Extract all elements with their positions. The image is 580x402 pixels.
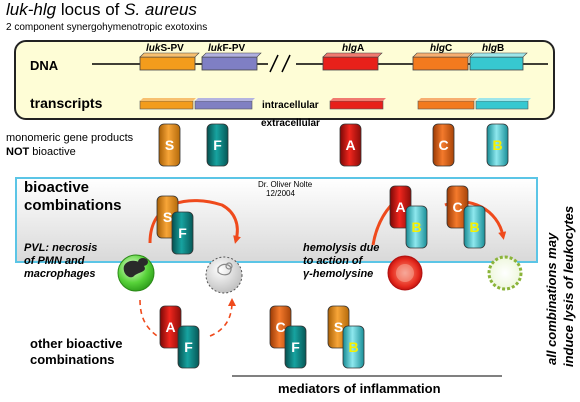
component-letter: S [165,137,174,153]
gene-label-hlg-c: hlgC [430,43,452,54]
side-note-line2: induce lysis of leukocytes [561,206,576,367]
gene-suffix: F-PV [222,43,246,54]
diagram-subtitle: 2 component synergohymenotropic exotoxin… [6,22,208,33]
monomeric-note: monomeric gene products NOT bioactive [6,131,133,159]
author-name: Dr. Oliver Nolte [258,180,313,189]
gene-label-hlg-b: hlgB [482,43,504,54]
dna-break-icon [269,54,291,73]
pmn-cell [117,254,155,292]
component-letter: A [165,319,175,335]
other-label-line2: combinations [30,352,115,367]
monomer-b: B [486,123,509,167]
lysed-erythrocyte [487,255,523,291]
component-letter: A [395,199,405,215]
gene-block-luk-s-pv [139,52,200,71]
other-component-f: F [177,325,200,369]
component-letter: F [291,339,300,355]
intracellular-label: intracellular [262,100,319,111]
gene-block-hlg-b [469,52,528,71]
gene-suffix: B [497,43,505,54]
pvl-component-f: F [171,211,194,255]
hlg-component-b: B [405,205,428,249]
necrotic-cell [205,256,243,294]
title-mid: locus of [56,0,125,19]
dashed-arrow-left [139,299,161,339]
gene-prefix: hlg [482,43,497,54]
gene-prefix: luk [208,43,223,54]
transcript-hlg-c [417,98,477,110]
component-letter: B [348,339,358,355]
pvl-line2: of PMN and [24,255,85,267]
hemo-line2: to action of [303,255,363,267]
monomeric-line2: NOT bioactive [6,145,133,159]
gene-suffix: A [357,43,365,54]
pvl-line1: PVL: necrosis [24,242,98,254]
monomer-a: A [339,123,362,167]
mediators-label: mediators of inflammation [278,381,441,396]
author-note: Dr. Oliver Nolte 12/2004 [258,180,312,198]
component-letter: C [438,137,448,153]
other-label-line1: other bioactive [30,336,123,351]
bioactive-label-line2: combinations [24,197,122,214]
gene-block-hlg-a [322,52,383,71]
component-letter: B [492,137,502,153]
component-letter: C [452,199,462,215]
dashed-arrow-right [209,298,236,337]
gene-prefix: hlg [342,43,357,54]
diagram-title: luk-hlg locus of S. aureus [6,0,197,20]
side-note-line1: all combinations may [544,232,559,365]
transcript-hlg-b [475,98,531,110]
transcript-hlg-a [329,98,386,110]
pvl-line3: macrophages [24,268,96,280]
monomeric-bioactive: bioactive [29,146,76,158]
monomer-f: F [206,123,229,167]
other-component-b: B [342,325,365,369]
component-letter: B [411,219,421,235]
component-letter: F [184,339,193,355]
dna-label: DNA [30,58,59,73]
gene-block-hlg-c [412,52,473,71]
gene-suffix: S-PV [160,43,184,54]
gene-label-luk-f-pv: lukF-PV [208,43,245,54]
component-letter: A [345,137,355,153]
component-letter: S [163,209,172,225]
other-component-f2: F [284,325,307,369]
title-italic: luk-hlg [6,0,57,19]
pvl-note: PVL: necrosis of PMN and macrophages [24,242,97,281]
hlg-component-b2: B [463,205,486,249]
component-letter: B [469,219,479,235]
component-letter: F [178,225,187,241]
hemo-line3: γ-hemolysine [303,268,374,280]
erythrocyte [387,255,423,291]
hemo-line1: hemolysis due [303,242,380,254]
gene-label-luk-s-pv: lukS-PV [146,43,184,54]
other-combinations-label: other bioactive combinations [30,336,122,368]
component-letter: F [213,137,222,153]
monomeric-line1: monomeric gene products [6,132,134,144]
component-letter: S [334,319,343,335]
gene-suffix: C [445,43,453,54]
gene-label-hlg-a: hlgA [342,43,364,54]
bioactive-label: bioactive combinations [24,179,122,215]
monomer-c: C [432,123,455,167]
author-date: 12/2004 [266,189,295,198]
bioactive-label-line1: bioactive [24,179,90,196]
component-letter: C [275,319,285,335]
monomeric-not: NOT [6,146,30,158]
monomer-s: S [158,123,181,167]
transcript-luk-s-pv [139,98,196,110]
transcript-luk-f-pv [194,98,255,110]
extracellular-label: extracellular [261,118,320,129]
gene-prefix: luk [146,43,161,54]
gene-prefix: hlg [430,43,445,54]
transcripts-label: transcripts [30,95,103,111]
gene-block-luk-f-pv [201,52,262,71]
hemolysis-note: hemolysis due to action of γ-hemolysine [303,242,379,281]
title-species: S. aureus [124,0,197,19]
